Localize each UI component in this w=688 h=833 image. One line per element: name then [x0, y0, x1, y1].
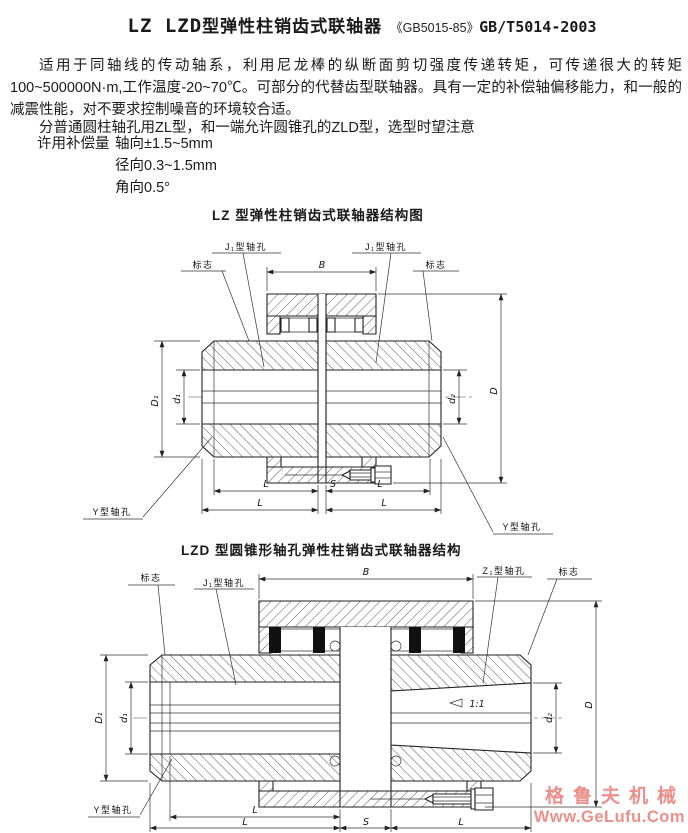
fig1-mark-left-label: 标志	[192, 259, 213, 270]
fig2-bolt	[370, 788, 493, 810]
title-standard-old: 《GB5015-85》	[390, 21, 480, 35]
fig1-dim-d1: d₁	[172, 394, 183, 404]
fig1-j1-bore-right-label: J₁型轴孔	[365, 241, 407, 252]
fig1-dim-S: S	[330, 479, 336, 490]
figure1-caption: LZ 型弹性柱销齿式联轴器结构图	[212, 208, 424, 223]
intro-paragraph-2: 分普通圆柱轴孔用ZL型，和一端允许圆锥孔的ZLD型，选型时望注意	[39, 120, 475, 136]
fig2-dim-D1: D₁	[94, 712, 105, 723]
tolerance-angular: 角向0.5°	[115, 180, 170, 196]
fig2-dim-S: S	[363, 817, 369, 828]
fig2-left-hub	[150, 655, 340, 781]
fig1-dim-L-row2-right: L	[381, 498, 386, 509]
fig1-dim-d2: d₂	[447, 394, 458, 404]
tolerance-radial: 径向0.3~1.5mm	[115, 158, 217, 174]
fig1-j1-bore-left-label: J₁型轴孔	[225, 241, 267, 252]
fig2-dim-d2: d₂	[544, 713, 555, 723]
intro-paragraph-1: 适用于同轴线的传动轴系，利用尼龙棒的纵断面剪切强度传递转矩，可传递很大的转矩10…	[10, 58, 682, 118]
fig1-right-hub	[326, 341, 441, 457]
fig1-dim-L-row1-left: L	[263, 479, 268, 490]
fig2-right-hub: 1:1	[391, 655, 531, 781]
fig2-dim-D: D	[584, 701, 595, 708]
watermark-website: Www.GeLufu.Com	[533, 808, 685, 826]
fig2-z1-bore-right-label: Z₁型轴孔	[482, 565, 525, 576]
fig1-dim-L-row1-right: L	[377, 479, 382, 490]
fig2-dim-L-row2-left: L	[242, 817, 247, 828]
fig1-y-bore-left-label: Y型轴孔	[92, 506, 131, 517]
watermark: 格鲁夫机械 Www.GeLufu.Com	[534, 786, 685, 828]
fig2-taper-ratio: 1:1	[469, 699, 484, 710]
tolerance-axial: 轴向±1.5~5mm	[115, 136, 213, 152]
fig2-mark-left-label: 标志	[140, 572, 161, 583]
title-model-code: LZ LZD	[127, 15, 203, 37]
fig1-dim-D1: D₁	[150, 395, 161, 406]
fig1-callouts: 标志 J₁型轴孔 J₁型轴孔 标志 Y型轴孔 Y型轴孔	[83, 241, 553, 534]
page-title: LZ LZD型弹性柱销齿式联轴器《GB5015-85》GB/T5014-2003	[0, 12, 688, 37]
figure2-caption: LZD 型圆锥形轴孔弹性柱销齿式联轴器结构	[181, 543, 462, 558]
watermark-company-name: 格鲁夫机械	[544, 786, 685, 807]
title-coupling-name: 型弹性柱销齿式联轴器	[202, 17, 383, 36]
fig2-lower-flange	[259, 781, 493, 810]
fig2-dim-L-row1: L	[252, 805, 257, 816]
fig1-lower-flange	[267, 457, 391, 484]
tolerance-label: 许用补偿量	[37, 136, 110, 152]
figure1-lz-coupling-drawing: 标志 J₁型轴孔 J₁型轴孔 标志 Y型轴孔 Y型轴孔 B	[50, 241, 610, 537]
fig1-elastic-pins	[281, 318, 363, 332]
fig1-bolt	[285, 466, 391, 484]
fig1-left-hub	[202, 341, 318, 457]
fig2-dim-L-row2-right: L	[458, 817, 463, 828]
fig2-center-spacer	[330, 627, 401, 807]
fig2-taper-annotation: 1:1	[450, 699, 485, 710]
fig2-mark-right-label: 标志	[558, 566, 579, 577]
fig1-dim-B: B	[319, 260, 326, 271]
fig2-elastic-pins	[269, 627, 465, 653]
fig1-dimensions: B D₁ d₁ d₂ D	[150, 260, 507, 514]
fig2-y-bore-left-label: Y型轴孔	[93, 804, 132, 815]
fig1-y-bore-right-label: Y型轴孔	[502, 521, 541, 532]
fig2-dimensions: B D d₂ D₁ d₁	[94, 567, 602, 832]
tolerance-values: 轴向±1.5~5mm 径向0.3~1.5mm 角向0.5°	[115, 133, 217, 199]
fig2-callouts: 标志 J₁型轴孔 Z₁型轴孔 标志 Y型轴孔	[88, 565, 592, 817]
tolerance-block: 许用补偿量 轴向±1.5~5mm 径向0.3~1.5mm 角向0.5°	[37, 133, 217, 199]
fig1-gear-sleeve	[267, 294, 376, 334]
fig2-dim-d1: d₁	[119, 713, 130, 723]
fig2-j1-bore-left-label: J₁型轴孔	[203, 577, 245, 588]
title-standard-new: GB/T5014-2003	[479, 18, 597, 36]
fig1-center-gap	[318, 294, 326, 483]
fig1-mark-right-label: 标志	[425, 259, 446, 270]
figure2-lzd-coupling-drawing: 1:1	[30, 565, 688, 833]
fig1-dim-L-row2-left: L	[257, 498, 262, 509]
fig2-dim-B: B	[363, 567, 370, 578]
fig1-dim-D: D	[489, 387, 500, 394]
